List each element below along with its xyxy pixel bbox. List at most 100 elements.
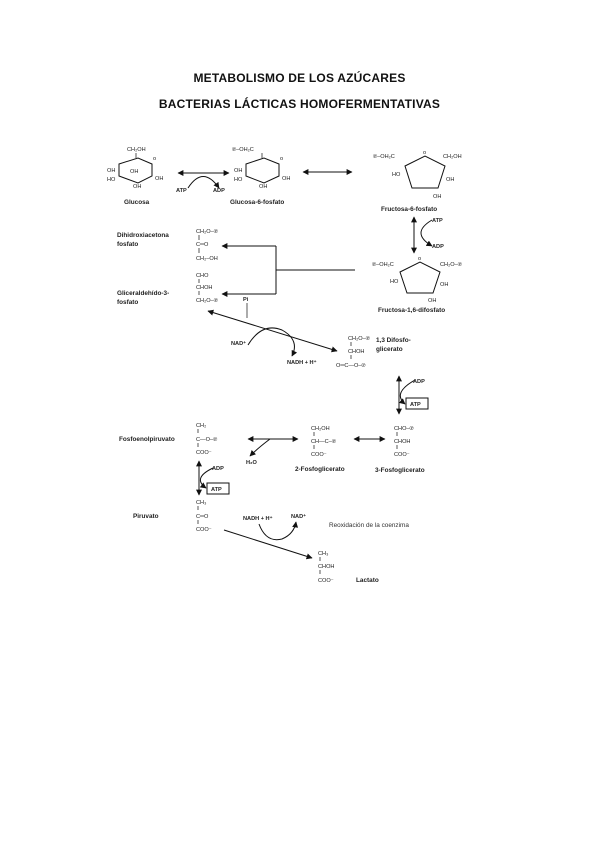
svg-text:HO: HO [107, 177, 116, 183]
svg-text:O═C—O–℗: O═C—O–℗ [336, 363, 366, 369]
svg-text:ADP: ADP [212, 466, 224, 472]
svg-text:CH₂O–℗: CH₂O–℗ [348, 336, 370, 342]
svg-text:o: o [423, 150, 426, 156]
svg-text:C—O–℗: C—O–℗ [196, 437, 217, 443]
svg-text:OH: OH [446, 177, 454, 183]
svg-text:CHO–℗: CHO–℗ [394, 426, 414, 432]
svg-text:CHOH: CHOH [196, 285, 212, 291]
ldh-step: NADH + H⁺ NAD⁺ Reoxidación de la coenzim… [223, 513, 409, 560]
svg-text:ADP: ADP [413, 379, 425, 385]
atp-label: ATP [176, 188, 187, 194]
aldolase-split [221, 243, 355, 297]
svg-text:OH: OH [433, 194, 441, 200]
svg-text:CH₂O–℗: CH₂O–℗ [196, 229, 218, 235]
svg-text:COO⁻: COO⁻ [318, 578, 334, 584]
svg-text:OH: OH [130, 169, 138, 175]
svg-text:NAD⁺: NAD⁺ [231, 340, 246, 347]
svg-text:CH—C–℗: CH—C–℗ [311, 439, 336, 445]
svg-text:OH: OH [234, 168, 242, 174]
svg-text:CHOH: CHOH [348, 349, 364, 355]
svg-text:℗–OH₂C: ℗–OH₂C [232, 147, 254, 153]
label-bpg-2: glicerato [376, 346, 403, 353]
fructosa-1-6-difosfato-structure: ℗–OH₂C CH₂O–℗ o HO OH OH Fructosa-1,6-di… [372, 256, 462, 314]
svg-text:OH: OH [440, 282, 448, 288]
svg-text:ATP: ATP [211, 487, 222, 493]
svg-text:℗–OH₂C: ℗–OH₂C [372, 262, 394, 268]
fructosa-6-fosfato-structure: ℗–OH₂C CH₂OH o HO OH OH Fructosa-6-fosfa… [373, 150, 462, 213]
svg-text:C═O: C═O [196, 514, 209, 520]
page-title: METABOLISMO DE LOS AZÚCARES [193, 71, 406, 85]
svg-text:o: o [418, 256, 421, 262]
bpg-structure: CH₂O–℗ CHOH O═C—O–℗ 1,3 Difosfo- glicera… [336, 336, 411, 369]
svg-text:COO⁻: COO⁻ [394, 452, 410, 458]
svg-text:ATP: ATP [410, 402, 421, 408]
svg-text:CHO: CHO [196, 273, 209, 279]
svg-text:CH₂: CH₂ [196, 423, 206, 429]
gapdh-step: Pi NAD⁺ NADH + H⁺ [207, 297, 338, 366]
label-2-fosfoglicerato: 2-Fosfoglicerato [295, 466, 345, 473]
glucosa-6-fosfato-structure: ℗–OH₂C o OH HO OH OH Glucosa-6-fosfato [230, 147, 290, 206]
svg-text:CH₂OH: CH₂OH [443, 154, 462, 160]
svg-text:CHOH: CHOH [394, 439, 410, 445]
label-fructosa-6-fosfato: Fructosa-6-fosfato [381, 206, 437, 213]
svg-text:HO: HO [234, 177, 243, 183]
label-glucosa: Glucosa [124, 199, 150, 206]
label-bpg-1: 1,3 Difosfo- [376, 337, 411, 344]
svg-text:OH: OH [282, 176, 290, 182]
svg-text:CH₂OH: CH₂OH [311, 426, 330, 432]
label-dhap-2: fosfato [117, 241, 138, 248]
svg-text:NADH + H⁺: NADH + H⁺ [287, 359, 317, 366]
svg-text:OH: OH [107, 168, 115, 174]
phosphofructokinase-step: ATP ADP [411, 216, 444, 254]
svg-text:CH₃: CH₃ [196, 500, 206, 506]
2-fosfoglicerato-structure: CH₂OH CH—C–℗ COO⁻ 2-Fosfoglicerato [295, 426, 345, 473]
phosphoglycerate-kinase-step: ADP ATP [396, 375, 429, 415]
label-gap-1: Gliceraldehído-3- [117, 290, 169, 297]
dhap-structure: Dihidroxiacetona fosfato CH₂O–℗ C═O CH₂–… [117, 229, 218, 262]
glucosa-structure: CH₂OH o OH HO OH OH OH Glucosa [107, 147, 163, 206]
svg-text:NADH + H⁺: NADH + H⁺ [243, 515, 273, 522]
svg-text:COO⁻: COO⁻ [311, 452, 327, 458]
svg-text:CH₂O–℗: CH₂O–℗ [196, 298, 218, 304]
svg-text:ATP: ATP [432, 218, 443, 224]
svg-text:COO⁻: COO⁻ [196, 450, 212, 456]
pyruvate-kinase-step: ADP ATP [196, 460, 230, 496]
reoxidation-note: Reoxidación de la coenzima [329, 522, 409, 529]
label-fosfoenolpiruvato: Fosfoenolpiruvato [119, 436, 175, 443]
ring-oxygen: o [153, 156, 156, 162]
label-3-fosfoglicerato: 3-Fosfoglicerato [375, 467, 425, 474]
atp-box-2 [206, 482, 230, 495]
svg-text:OH: OH [259, 184, 267, 190]
pep-structure: Fosfoenolpiruvato CH₂ C—O–℗ COO⁻ [119, 423, 217, 456]
hexokinase-step: ATP ADP [176, 170, 230, 194]
svg-text:NAD⁺: NAD⁺ [291, 513, 306, 520]
label-gap-2: fosfato [117, 299, 138, 306]
gap-structure: CHO CHOH CH₂O–℗ Gliceraldehído-3- fosfat… [117, 273, 218, 306]
svg-text:CHOH: CHOH [318, 564, 334, 570]
svg-text:OH: OH [133, 184, 141, 190]
svg-text:H₂O: H₂O [246, 460, 258, 466]
svg-text:CH₂–OH: CH₂–OH [196, 256, 218, 262]
page-subtitle: BACTERIAS LÁCTICAS HOMOFERMENTATIVAS [158, 97, 441, 111]
svg-text:Pi: Pi [243, 297, 249, 303]
3-fosfoglicerato-structure: CHO–℗ CHOH COO⁻ 3-Fosfoglicerato [375, 426, 425, 474]
svg-text:o: o [280, 156, 283, 162]
svg-text:CH₂O–℗: CH₂O–℗ [440, 262, 462, 268]
svg-text:COO⁻: COO⁻ [196, 527, 212, 533]
lactato-structure: CH₃ CHOH COO⁻ Lactato [318, 551, 379, 584]
svg-text:OH: OH [155, 176, 163, 182]
label-lactato: Lactato [356, 577, 379, 584]
piruvato-structure: Piruvato CH₃ C═O COO⁻ [133, 500, 212, 533]
glucose-ring [118, 157, 153, 184]
label-fructosa-1-6-difosfato: Fructosa-1,6-difosfato [378, 307, 445, 314]
svg-text:CH₃: CH₃ [318, 551, 328, 557]
svg-text:ADP: ADP [432, 244, 444, 250]
enolase-step: H₂O [246, 436, 299, 466]
adp-label: ADP [213, 188, 225, 194]
svg-text:HO: HO [392, 172, 401, 178]
label-dhap-1: Dihidroxiacetona [117, 232, 169, 239]
svg-text:HO: HO [390, 279, 399, 285]
label-piruvato: Piruvato [133, 513, 159, 520]
svg-text:C═O: C═O [196, 242, 209, 248]
